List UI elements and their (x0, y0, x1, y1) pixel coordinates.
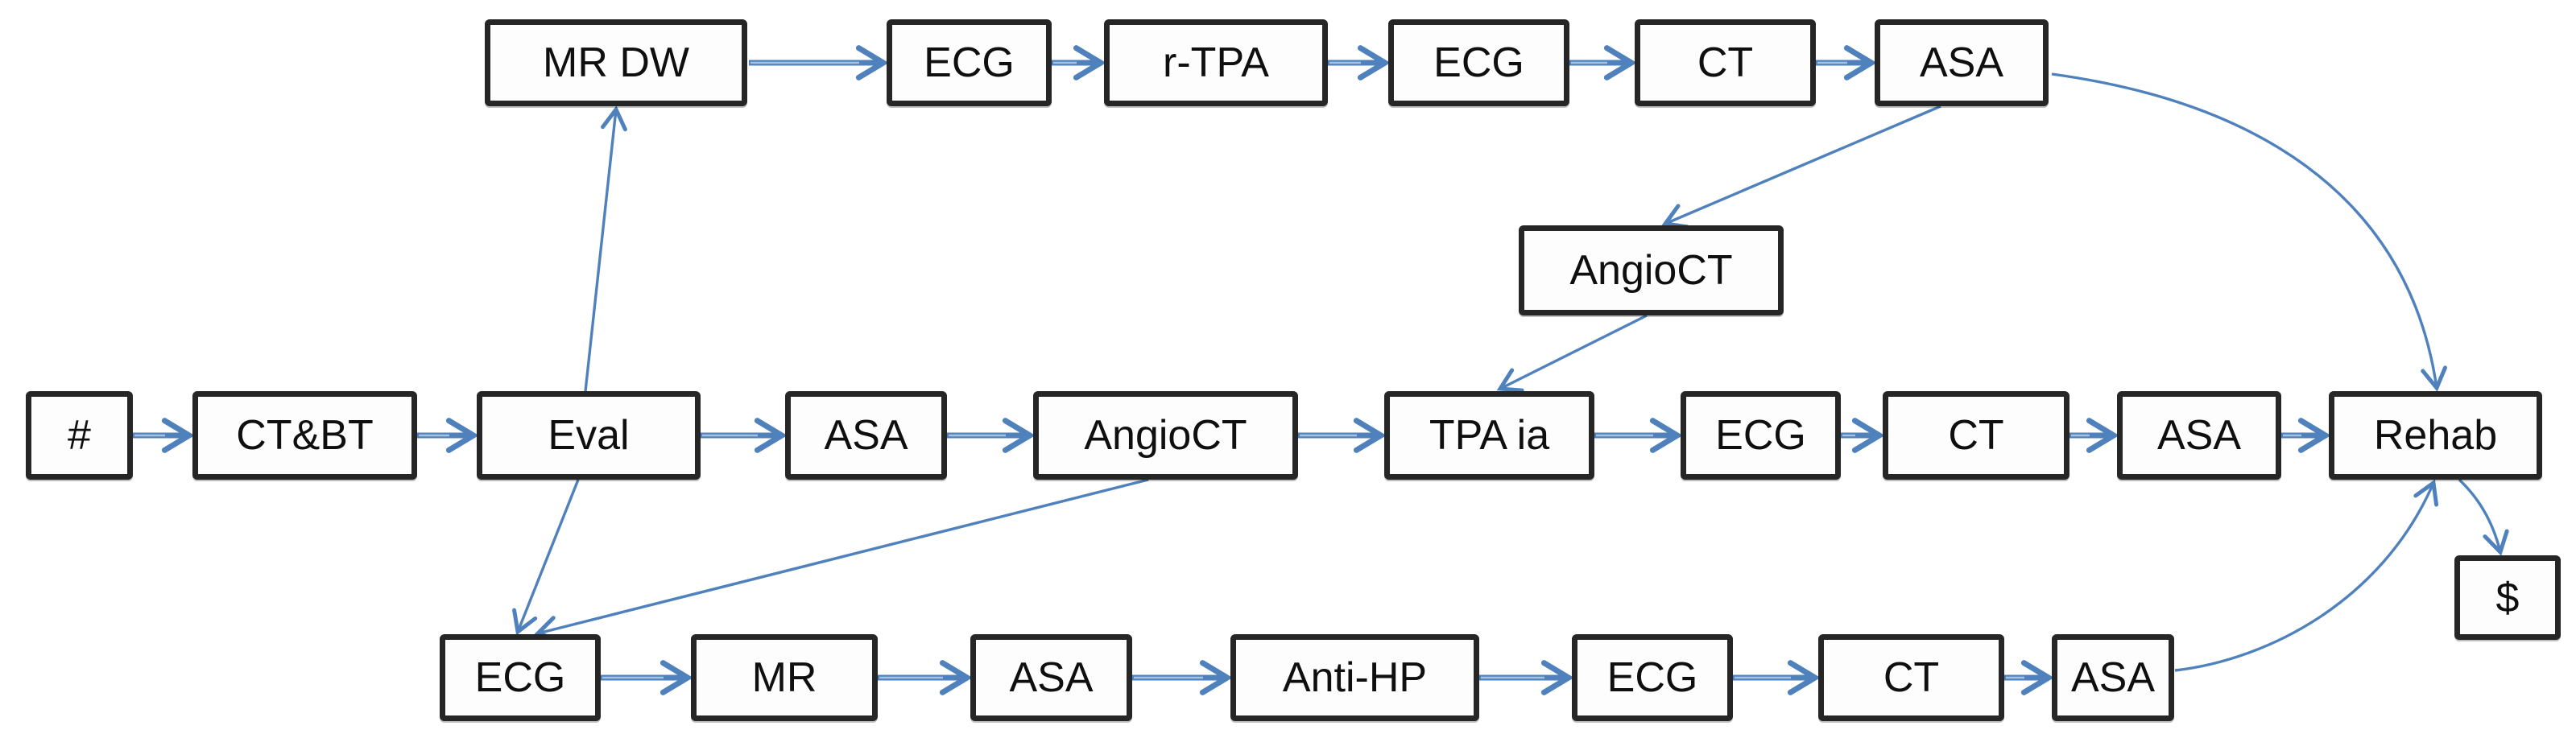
node-asa-m1: ASA (785, 391, 947, 480)
edge-asa-t-rehab (2051, 72, 2447, 392)
node-rehab: Rehab (2329, 391, 2542, 480)
node-ct-t: CT (1635, 19, 1816, 106)
edge-eval-ecg-b1 (512, 479, 580, 636)
node-ct-m: CT (1883, 391, 2069, 480)
node-dollar: $ (2454, 555, 2561, 640)
node-rtpa: r-TPA (1104, 19, 1328, 106)
node-asa-m2: ASA (2117, 391, 2281, 480)
node-mr: MR (691, 634, 878, 721)
node-ecg-t1: ECG (887, 19, 1052, 106)
node-tpaia: TPA ia (1384, 391, 1594, 480)
node-angioct-u: AngioCT (1519, 225, 1784, 315)
node-asa-t: ASA (1875, 19, 2049, 106)
edge-angioct-u-tpaia (1496, 314, 1648, 393)
node-ct-b: CT (1818, 634, 2004, 721)
edge-asa-b2-rehab (2174, 479, 2439, 672)
node-ecg-m: ECG (1681, 391, 1841, 480)
node-asa-b2: ASA (2052, 634, 2174, 721)
node-ecg-b2: ECG (1572, 634, 1733, 721)
node-eval: Eval (477, 391, 701, 480)
edge-asa-t-angioct-u (1661, 105, 1941, 229)
edge-eval-mrdw (584, 105, 627, 392)
node-ecg-t2: ECG (1388, 19, 1569, 106)
node-angioct-m: AngioCT (1033, 391, 1298, 480)
node-ctbt: CT&BT (192, 391, 417, 480)
node-mrdw: MR DW (485, 19, 747, 106)
node-asa-b1: ASA (970, 634, 1132, 721)
node-ecg-b1: ECG (440, 634, 601, 721)
node-antihp: Anti-HP (1230, 634, 1479, 721)
node-hash: # (26, 391, 133, 480)
edge-rehab-dollar (2458, 478, 2509, 556)
edge-angioct-m-ecg-b1 (534, 478, 1149, 642)
